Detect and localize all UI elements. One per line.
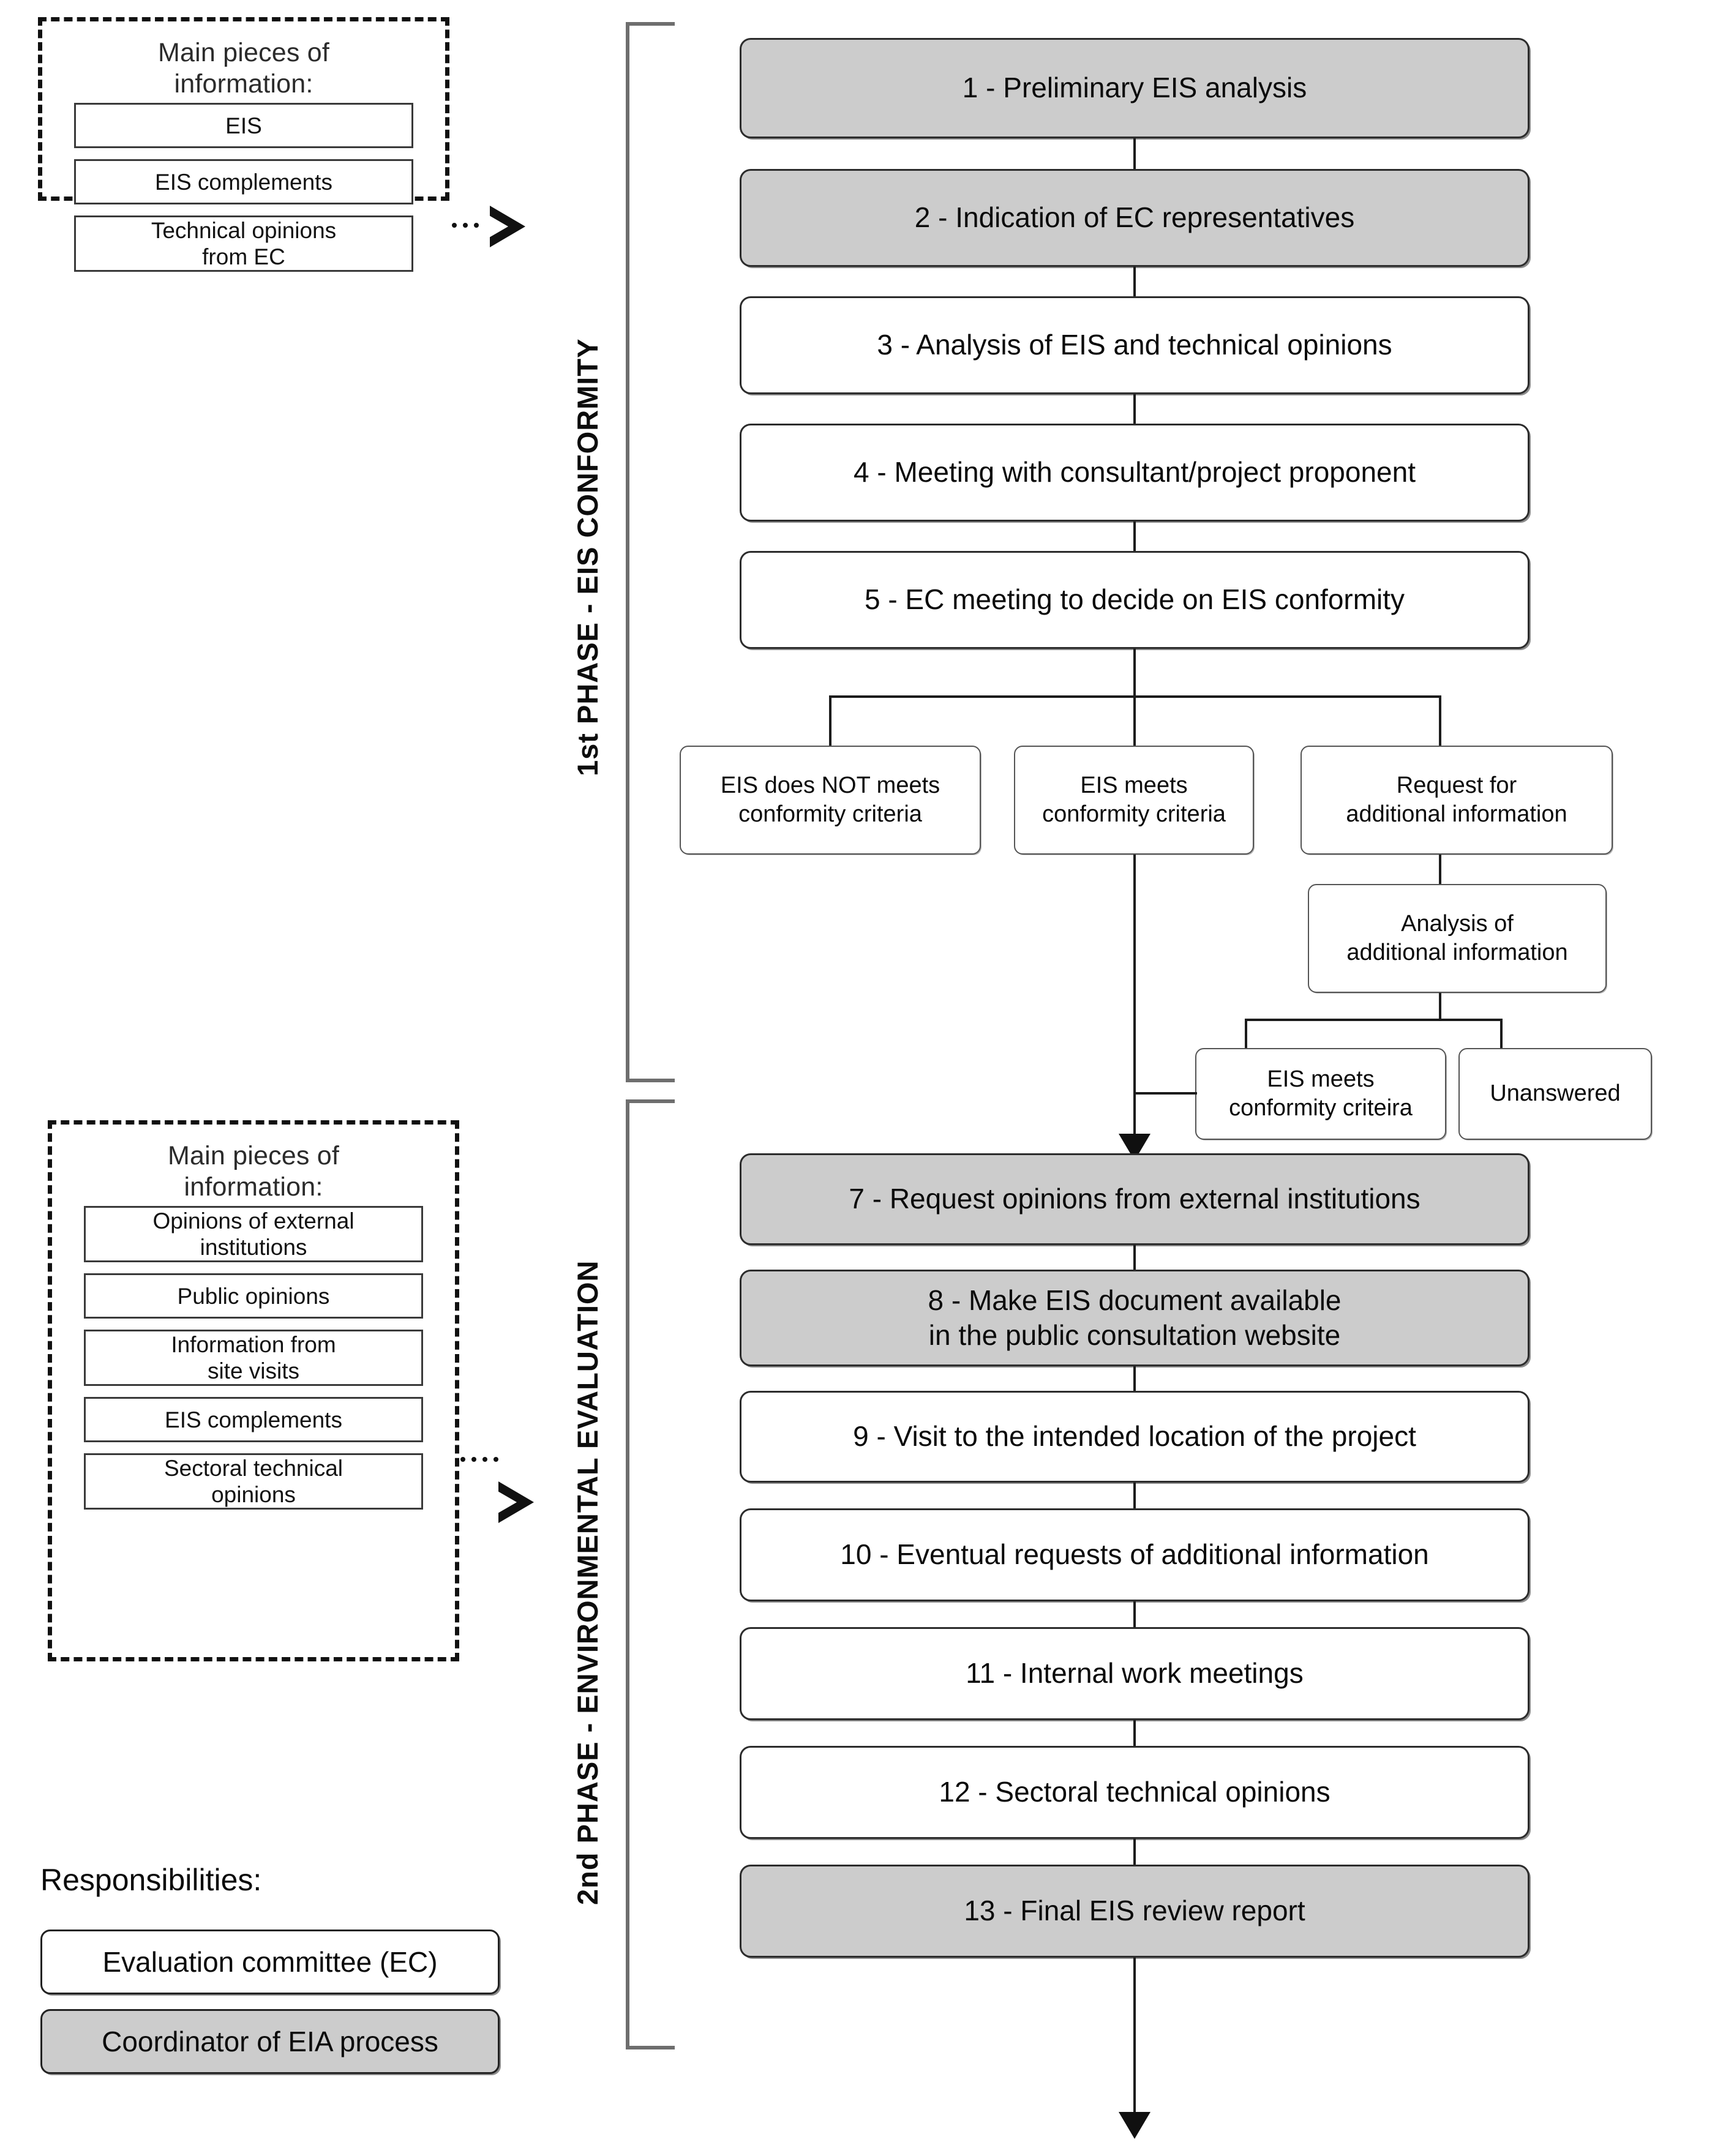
connector-4-5 [1133, 522, 1136, 552]
outcome-eis-meets-conformity[interactable]: EIS meets conformity criteria [1014, 746, 1254, 855]
step-9-visit-intended-location[interactable]: 9 - Visit to the intended location of th… [740, 1391, 1529, 1483]
info-item-technical-opinions: Technical opinions from EC [74, 215, 413, 272]
connector-analysis-split-bar [1245, 1019, 1502, 1021]
phase2-info-connector-arrowhead [494, 1481, 534, 1523]
connector-7-8 [1133, 1245, 1136, 1271]
phase1-info-connector-line [452, 223, 490, 228]
step-12-sectoral-technical-opinions[interactable]: 12 - Sectoral technical opinions [740, 1746, 1529, 1839]
step-8-make-eis-document-available[interactable]: 8 - Make EIS document available in the p… [740, 1270, 1529, 1366]
phase1-info-items: EIS EIS complements Technical opinions f… [42, 103, 445, 290]
info-item-eis-complements-phase2: EIS complements [84, 1397, 423, 1443]
connector-12-13 [1133, 1839, 1136, 1866]
connector-analysis-to-eis-meets [1245, 1019, 1247, 1049]
phase2-info-title-line1: Main pieces of [167, 1141, 340, 1170]
step-13-final-eis-review-report[interactable]: 13 - Final EIS review report [740, 1865, 1529, 1958]
phase2-info-panel: Main pieces of information: Opinions of … [48, 1120, 459, 1661]
connector-9-10 [1133, 1483, 1136, 1510]
phase2-info-items: Opinions of external institutions Public… [52, 1206, 455, 1528]
arrow-process-output [1119, 2112, 1150, 2139]
connector-analysis-to-unanswered [1500, 1019, 1503, 1049]
connector-analysis-split-stem [1439, 993, 1441, 1019]
info-item-information-site-visits: Information from site visits [84, 1330, 423, 1387]
legend-coordinator-eia-process: Coordinator of EIA process [40, 2009, 500, 2074]
connector-11-12 [1133, 1720, 1136, 1747]
info-item-sectoral-technical-opinions: Sectoral technical opinions [84, 1453, 423, 1510]
connector-5-to-outcome-2 [1133, 695, 1136, 747]
step-4-meeting-with-consultant-project-proponent[interactable]: 4 - Meeting with consultant/project prop… [740, 424, 1529, 522]
step-2-indication-of-ec-representatives[interactable]: 2 - Indication of EC representatives [740, 169, 1529, 267]
phase1-info-panel: Main pieces of information: EIS EIS comp… [38, 17, 449, 272]
legend-evaluation-committee: Evaluation committee (EC) [40, 1930, 500, 1994]
info-item-eis-complements: EIS complements [74, 159, 413, 205]
phase1-bracket [626, 22, 675, 1082]
connector-5-split-stem [1133, 649, 1136, 695]
connector-5-to-outcome-3 [1439, 695, 1441, 747]
phase2-info-title: Main pieces of information: [52, 1125, 455, 1206]
additional-outcome-unanswered[interactable]: Unanswered [1458, 1048, 1652, 1140]
analysis-of-additional-information[interactable]: Analysis of additional information [1308, 884, 1607, 993]
phase2-info-connector-line [460, 1457, 498, 1462]
step-5-ec-meeting-to-decide-on-eis-conformity[interactable]: 5 - EC meeting to decide on EIS conformi… [740, 551, 1529, 649]
step-10-eventual-requests-additional-information[interactable]: 10 - Eventual requests of additional inf… [740, 1508, 1529, 1601]
phase1-info-connector-arrowhead [485, 206, 525, 247]
connector-request-to-analysis [1439, 855, 1441, 885]
connector-13-output [1133, 1958, 1136, 2114]
additional-outcome-eis-meets-conformity[interactable]: EIS meets conformity criteira [1195, 1048, 1446, 1140]
connector-1-2 [1133, 138, 1136, 170]
phase1-info-title-line1: Main pieces of [157, 38, 330, 67]
phase2-info-title-line2: information: [184, 1172, 323, 1202]
phase1-label: 1st PHASE - EIS CONFORMITY [571, 338, 604, 776]
connector-elbow-from-additional [1133, 1092, 1197, 1095]
step-1-preliminary-eis-analysis[interactable]: 1 - Preliminary EIS analysis [740, 38, 1529, 138]
phase1-info-title: Main pieces of information: [42, 21, 445, 103]
info-item-eis: EIS [74, 103, 413, 149]
step-7-request-opinions-external-institutions[interactable]: 7 - Request opinions from external insti… [740, 1153, 1529, 1245]
info-item-opinions-external-institutions: Opinions of external institutions [84, 1206, 423, 1263]
outcome-request-additional-information[interactable]: Request for additional information [1300, 746, 1613, 855]
connector-8-9 [1133, 1366, 1136, 1392]
outcome-eis-not-meets-conformity[interactable]: EIS does NOT meets conformity criteria [680, 746, 981, 855]
connector-3-4 [1133, 394, 1136, 425]
connector-10-11 [1133, 1601, 1136, 1628]
connector-to-phase2-stem [1133, 1092, 1136, 1136]
connector-2-3 [1133, 267, 1136, 298]
phase2-label: 2nd PHASE - ENVIRONMENTAL EVALUATION [571, 1260, 604, 1905]
phase1-info-title-line2: information: [174, 69, 313, 99]
step-3-analysis-of-eis-and-technical-opinions[interactable]: 3 - Analysis of EIS and technical opinio… [740, 296, 1529, 394]
connector-5-to-outcome-1 [829, 695, 831, 747]
step-11-internal-work-meetings[interactable]: 11 - Internal work meetings [740, 1627, 1529, 1720]
phase2-bracket [626, 1099, 675, 2049]
legend-title: Responsibilities: [40, 1863, 262, 1897]
connector-outcome2-down [1133, 855, 1136, 1095]
info-item-public-opinions: Public opinions [84, 1273, 423, 1319]
